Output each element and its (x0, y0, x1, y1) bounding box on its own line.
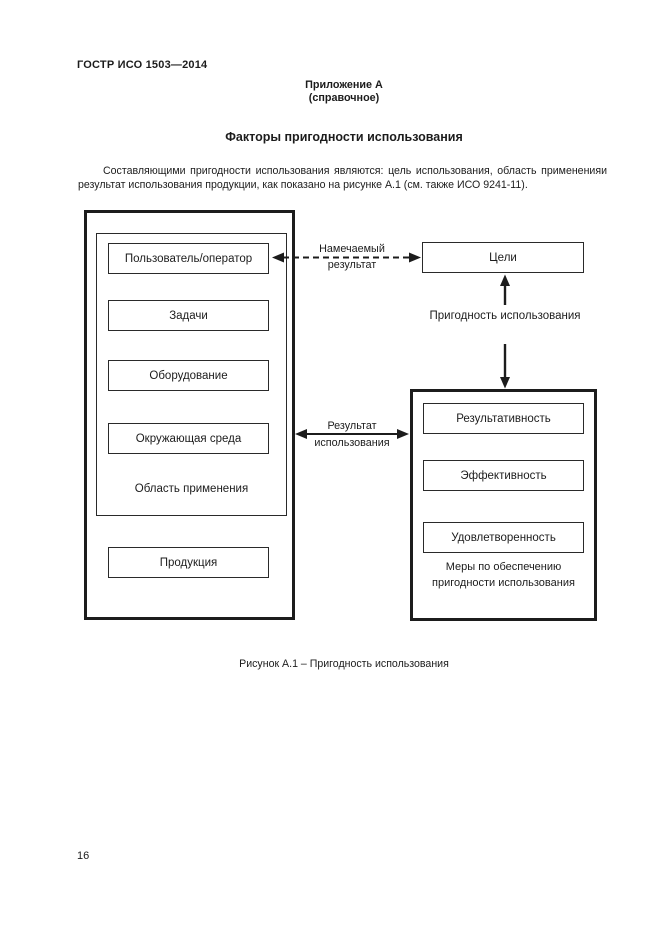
context-item-box-user: Пользователь/оператор (108, 243, 269, 274)
measure-item-box-effectiveness: Результативность (423, 403, 584, 434)
page-title: Факторы пригодности использования (225, 130, 463, 144)
annex-line-1: Приложение А (305, 79, 383, 91)
measure-item-label: Эффективность (460, 469, 547, 482)
measures-label: Меры по обеспечению пригодности использо… (410, 559, 597, 591)
doc-number: ГОСТР ИСО 1503—2014 (77, 59, 208, 71)
intended-outcome-label-line-1: Намечаемый (319, 243, 385, 255)
page-number: 16 (77, 850, 90, 862)
usability-arrow-top (500, 274, 510, 305)
intended-outcome-label-line-2: результат (327, 259, 377, 271)
context-item-box-environment: Окружающая среда (108, 423, 269, 454)
goals-box: Цели (422, 242, 584, 273)
intro-paragraph: Составляющими пригодности использования … (78, 165, 607, 191)
measures-label-line-2: пригодности использования (432, 577, 575, 589)
measure-item-label: Результативность (456, 412, 551, 425)
context-item-label: Окружающая среда (135, 432, 242, 445)
context-item-box-equipment: Оборудование (108, 360, 269, 391)
context-item-label: Задачи (169, 309, 208, 322)
context-item-label: Пользователь/оператор (124, 252, 253, 265)
usability-label: Пригодность использования (429, 310, 581, 322)
goals-label: Цели (489, 251, 517, 264)
result-of-use-label-line-1: Результат (327, 420, 377, 432)
product-label: Продукция (159, 556, 218, 569)
result-of-use-label-line-2: использования (314, 437, 390, 449)
measure-item-label: Удовлетворенность (451, 531, 556, 544)
figure-caption: Рисунок А.1 – Пригодность использования (239, 658, 449, 670)
measure-item-box-satisfaction: Удовлетворенность (423, 522, 584, 553)
measures-label-line-1: Меры по обеспечению (445, 561, 562, 573)
usability-arrow-bottom (500, 344, 510, 389)
scope-label: Область применения (134, 483, 249, 495)
product-box: Продукция (108, 547, 269, 578)
annex-line-2: (справочное) (308, 92, 380, 104)
measure-item-box-efficiency: Эффективность (423, 460, 584, 491)
annex-heading: Приложение А (справочное) (78, 79, 610, 105)
context-item-label: Оборудование (149, 369, 228, 382)
context-item-box-tasks: Задачи (108, 300, 269, 331)
